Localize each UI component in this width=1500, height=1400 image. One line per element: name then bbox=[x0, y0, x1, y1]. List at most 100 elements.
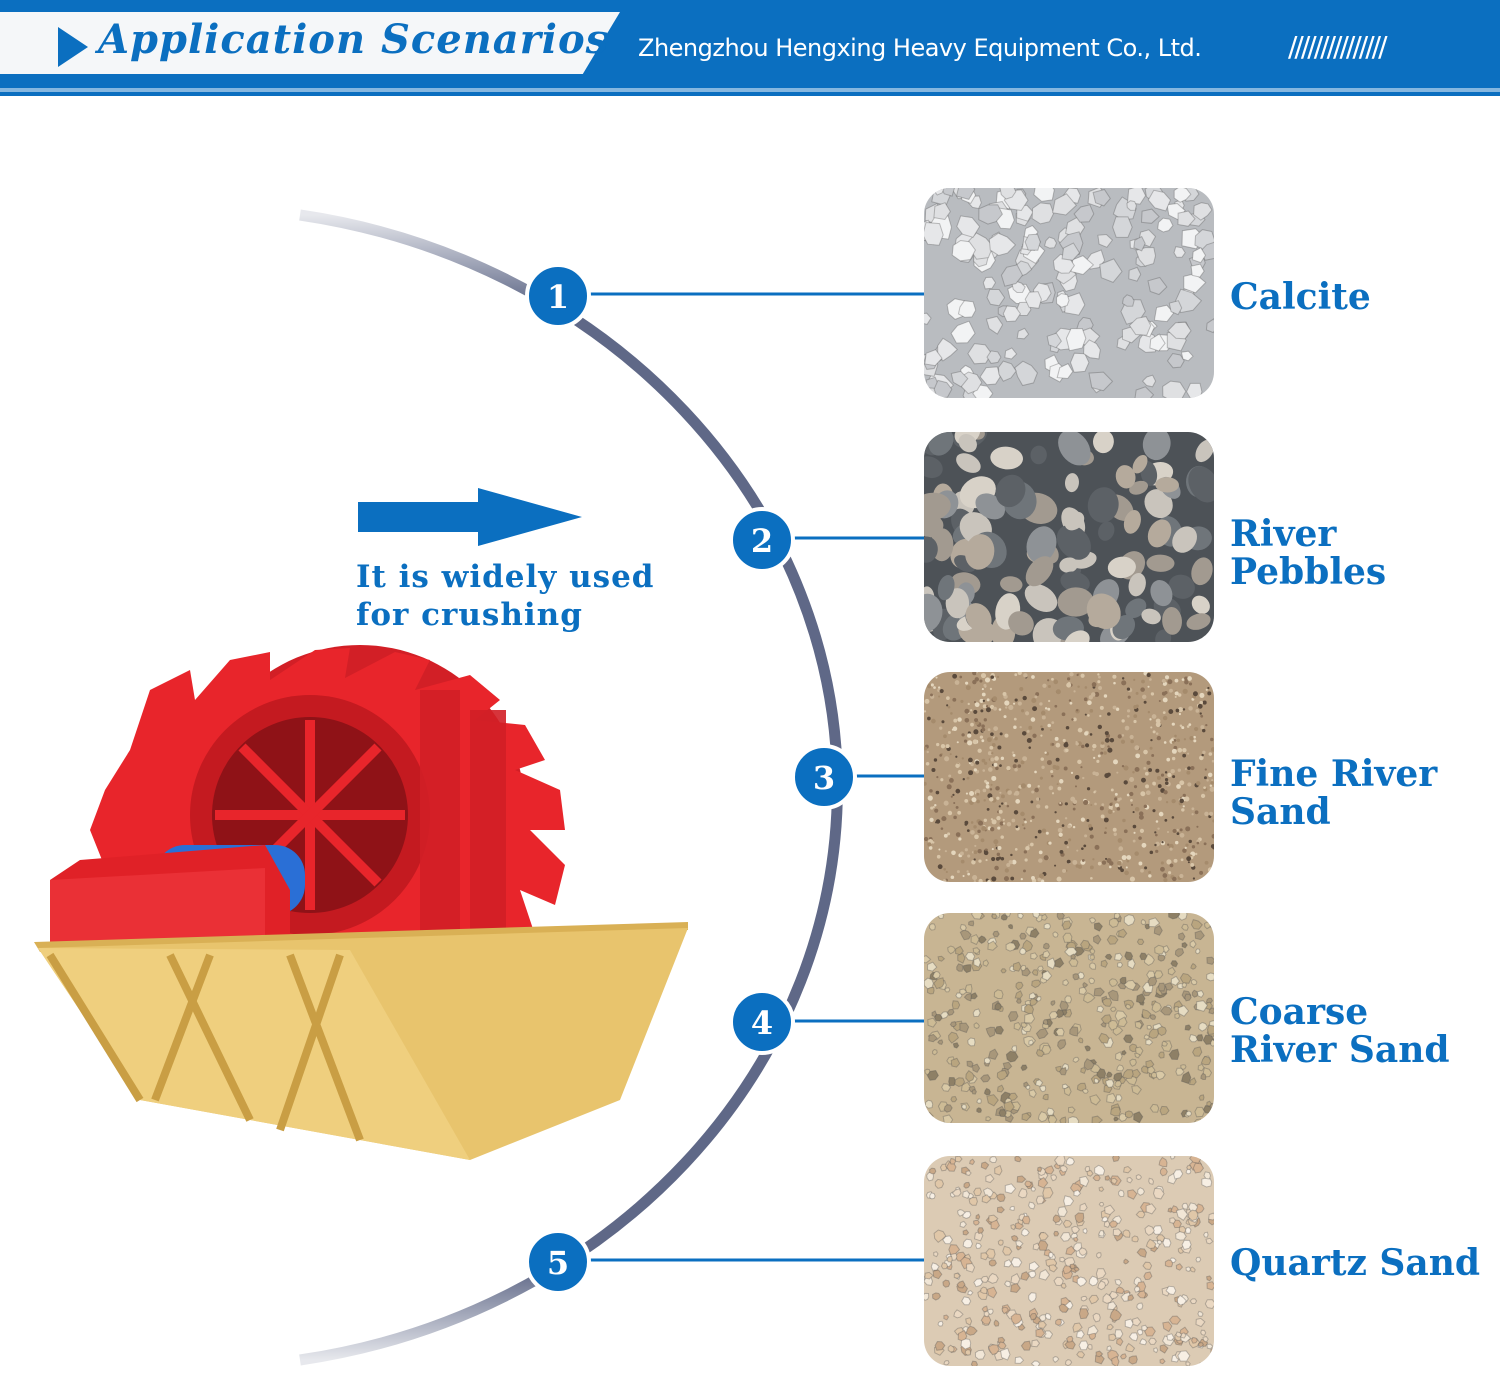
texture-grain bbox=[1112, 1228, 1123, 1237]
texture-grain bbox=[1173, 188, 1192, 203]
texture-grain bbox=[1136, 1290, 1147, 1299]
texture-grain bbox=[1145, 1038, 1154, 1046]
texture-grain bbox=[1050, 1000, 1056, 1007]
texture-grain bbox=[1110, 1177, 1118, 1185]
texture-grain bbox=[1028, 1292, 1037, 1303]
texture-grain bbox=[994, 865, 999, 871]
texture-grain bbox=[1027, 783, 1032, 788]
texture-grain bbox=[983, 850, 989, 856]
texture-grain bbox=[1208, 752, 1213, 756]
texture-grain bbox=[1196, 841, 1200, 845]
texture-grain bbox=[1191, 1336, 1199, 1344]
texture-grain bbox=[945, 588, 970, 619]
texture-grain bbox=[967, 1290, 974, 1296]
texture-grain bbox=[1076, 1329, 1085, 1339]
texture-grain bbox=[1044, 805, 1049, 809]
texture-grain bbox=[1140, 1065, 1150, 1074]
texture-grain bbox=[1060, 571, 1090, 593]
texture-grain bbox=[1057, 827, 1063, 833]
texture-grain bbox=[986, 737, 992, 743]
texture-grain bbox=[1146, 554, 1175, 572]
texture-grain bbox=[1161, 841, 1164, 844]
texture-grain bbox=[1046, 332, 1063, 349]
texture-grain bbox=[1078, 1308, 1090, 1320]
texture-grain bbox=[1186, 613, 1211, 630]
texture-grain bbox=[1210, 1039, 1214, 1047]
texture-grain bbox=[1201, 1177, 1213, 1188]
texture-grain bbox=[1098, 1186, 1105, 1192]
texture-grain bbox=[937, 955, 946, 962]
texture-grain bbox=[1129, 791, 1134, 797]
texture-grain bbox=[1210, 844, 1214, 849]
texture-grain bbox=[1050, 770, 1054, 774]
texture-grain bbox=[1047, 723, 1051, 728]
texture-grain bbox=[960, 859, 965, 864]
texture-grain bbox=[1192, 1162, 1205, 1174]
texture-grain bbox=[1107, 747, 1113, 753]
texture-grain bbox=[1054, 864, 1057, 867]
texture-grain bbox=[1054, 957, 1065, 969]
texture-grain bbox=[947, 945, 956, 955]
texture-grain bbox=[972, 1008, 981, 1018]
texture-grain bbox=[1195, 1317, 1206, 1328]
texture-grain bbox=[1038, 1320, 1047, 1329]
texture-grain bbox=[1072, 807, 1076, 811]
texture-grain bbox=[1042, 683, 1047, 688]
texture-grain bbox=[980, 1286, 988, 1295]
texture-grain bbox=[985, 707, 991, 713]
texture-grain bbox=[1099, 258, 1123, 283]
texture-grain bbox=[1135, 247, 1157, 267]
texture-grain bbox=[1188, 1034, 1199, 1043]
texture-grain bbox=[1080, 939, 1091, 950]
texture-grain bbox=[1163, 877, 1168, 882]
texture-grain bbox=[944, 756, 950, 762]
texture-grain bbox=[951, 1000, 961, 1010]
texture-grain bbox=[1210, 781, 1214, 785]
texture-grain bbox=[1150, 738, 1153, 742]
texture-grain bbox=[944, 987, 951, 993]
texture-grain bbox=[989, 1156, 998, 1164]
texture-grain bbox=[1063, 1086, 1072, 1097]
texture-grain bbox=[1197, 1310, 1204, 1317]
texture-grain bbox=[993, 989, 1004, 1000]
texture-grain bbox=[1196, 990, 1205, 998]
texture-grain bbox=[1057, 587, 1094, 617]
texture-grain bbox=[1185, 1266, 1192, 1273]
texture-grain bbox=[1200, 793, 1206, 799]
texture-grain bbox=[927, 795, 933, 801]
texture-grain bbox=[1193, 739, 1197, 743]
texture-grain bbox=[1145, 790, 1151, 796]
texture-grain bbox=[959, 851, 964, 856]
texture-grain bbox=[964, 822, 968, 826]
texture-grain bbox=[987, 728, 991, 732]
texture-grain bbox=[1140, 868, 1144, 873]
texture-grain bbox=[1005, 706, 1008, 709]
header-decoration: /////////////// bbox=[1288, 30, 1388, 63]
texture-grain bbox=[989, 687, 993, 691]
texture-grain bbox=[987, 879, 991, 882]
texture-grain bbox=[955, 832, 961, 837]
texture-grain bbox=[1019, 932, 1027, 940]
texture-grain bbox=[953, 815, 957, 820]
texture-grain bbox=[1176, 828, 1179, 832]
texture-grain bbox=[1059, 1000, 1069, 1011]
texture-grain bbox=[997, 1239, 1004, 1246]
texture-grain bbox=[954, 680, 960, 685]
texture-grain bbox=[1047, 685, 1051, 689]
texture-grain bbox=[1191, 807, 1195, 811]
texture-grain bbox=[1107, 556, 1136, 579]
texture-grain bbox=[1020, 964, 1027, 972]
texture-grain bbox=[1034, 770, 1037, 774]
texture-grain bbox=[1089, 865, 1094, 870]
texture-grain bbox=[966, 829, 970, 833]
texture-grain bbox=[1141, 1008, 1152, 1020]
texture-grain bbox=[941, 1083, 952, 1092]
texture-grain bbox=[1168, 843, 1174, 849]
texture-grain bbox=[1092, 771, 1097, 776]
texture-grain bbox=[1103, 817, 1109, 823]
texture-grain bbox=[1168, 871, 1172, 875]
texture-grain bbox=[997, 745, 1002, 750]
texture-grain bbox=[1092, 934, 1102, 945]
texture-grain bbox=[945, 744, 950, 749]
texture-grain bbox=[1134, 766, 1140, 772]
